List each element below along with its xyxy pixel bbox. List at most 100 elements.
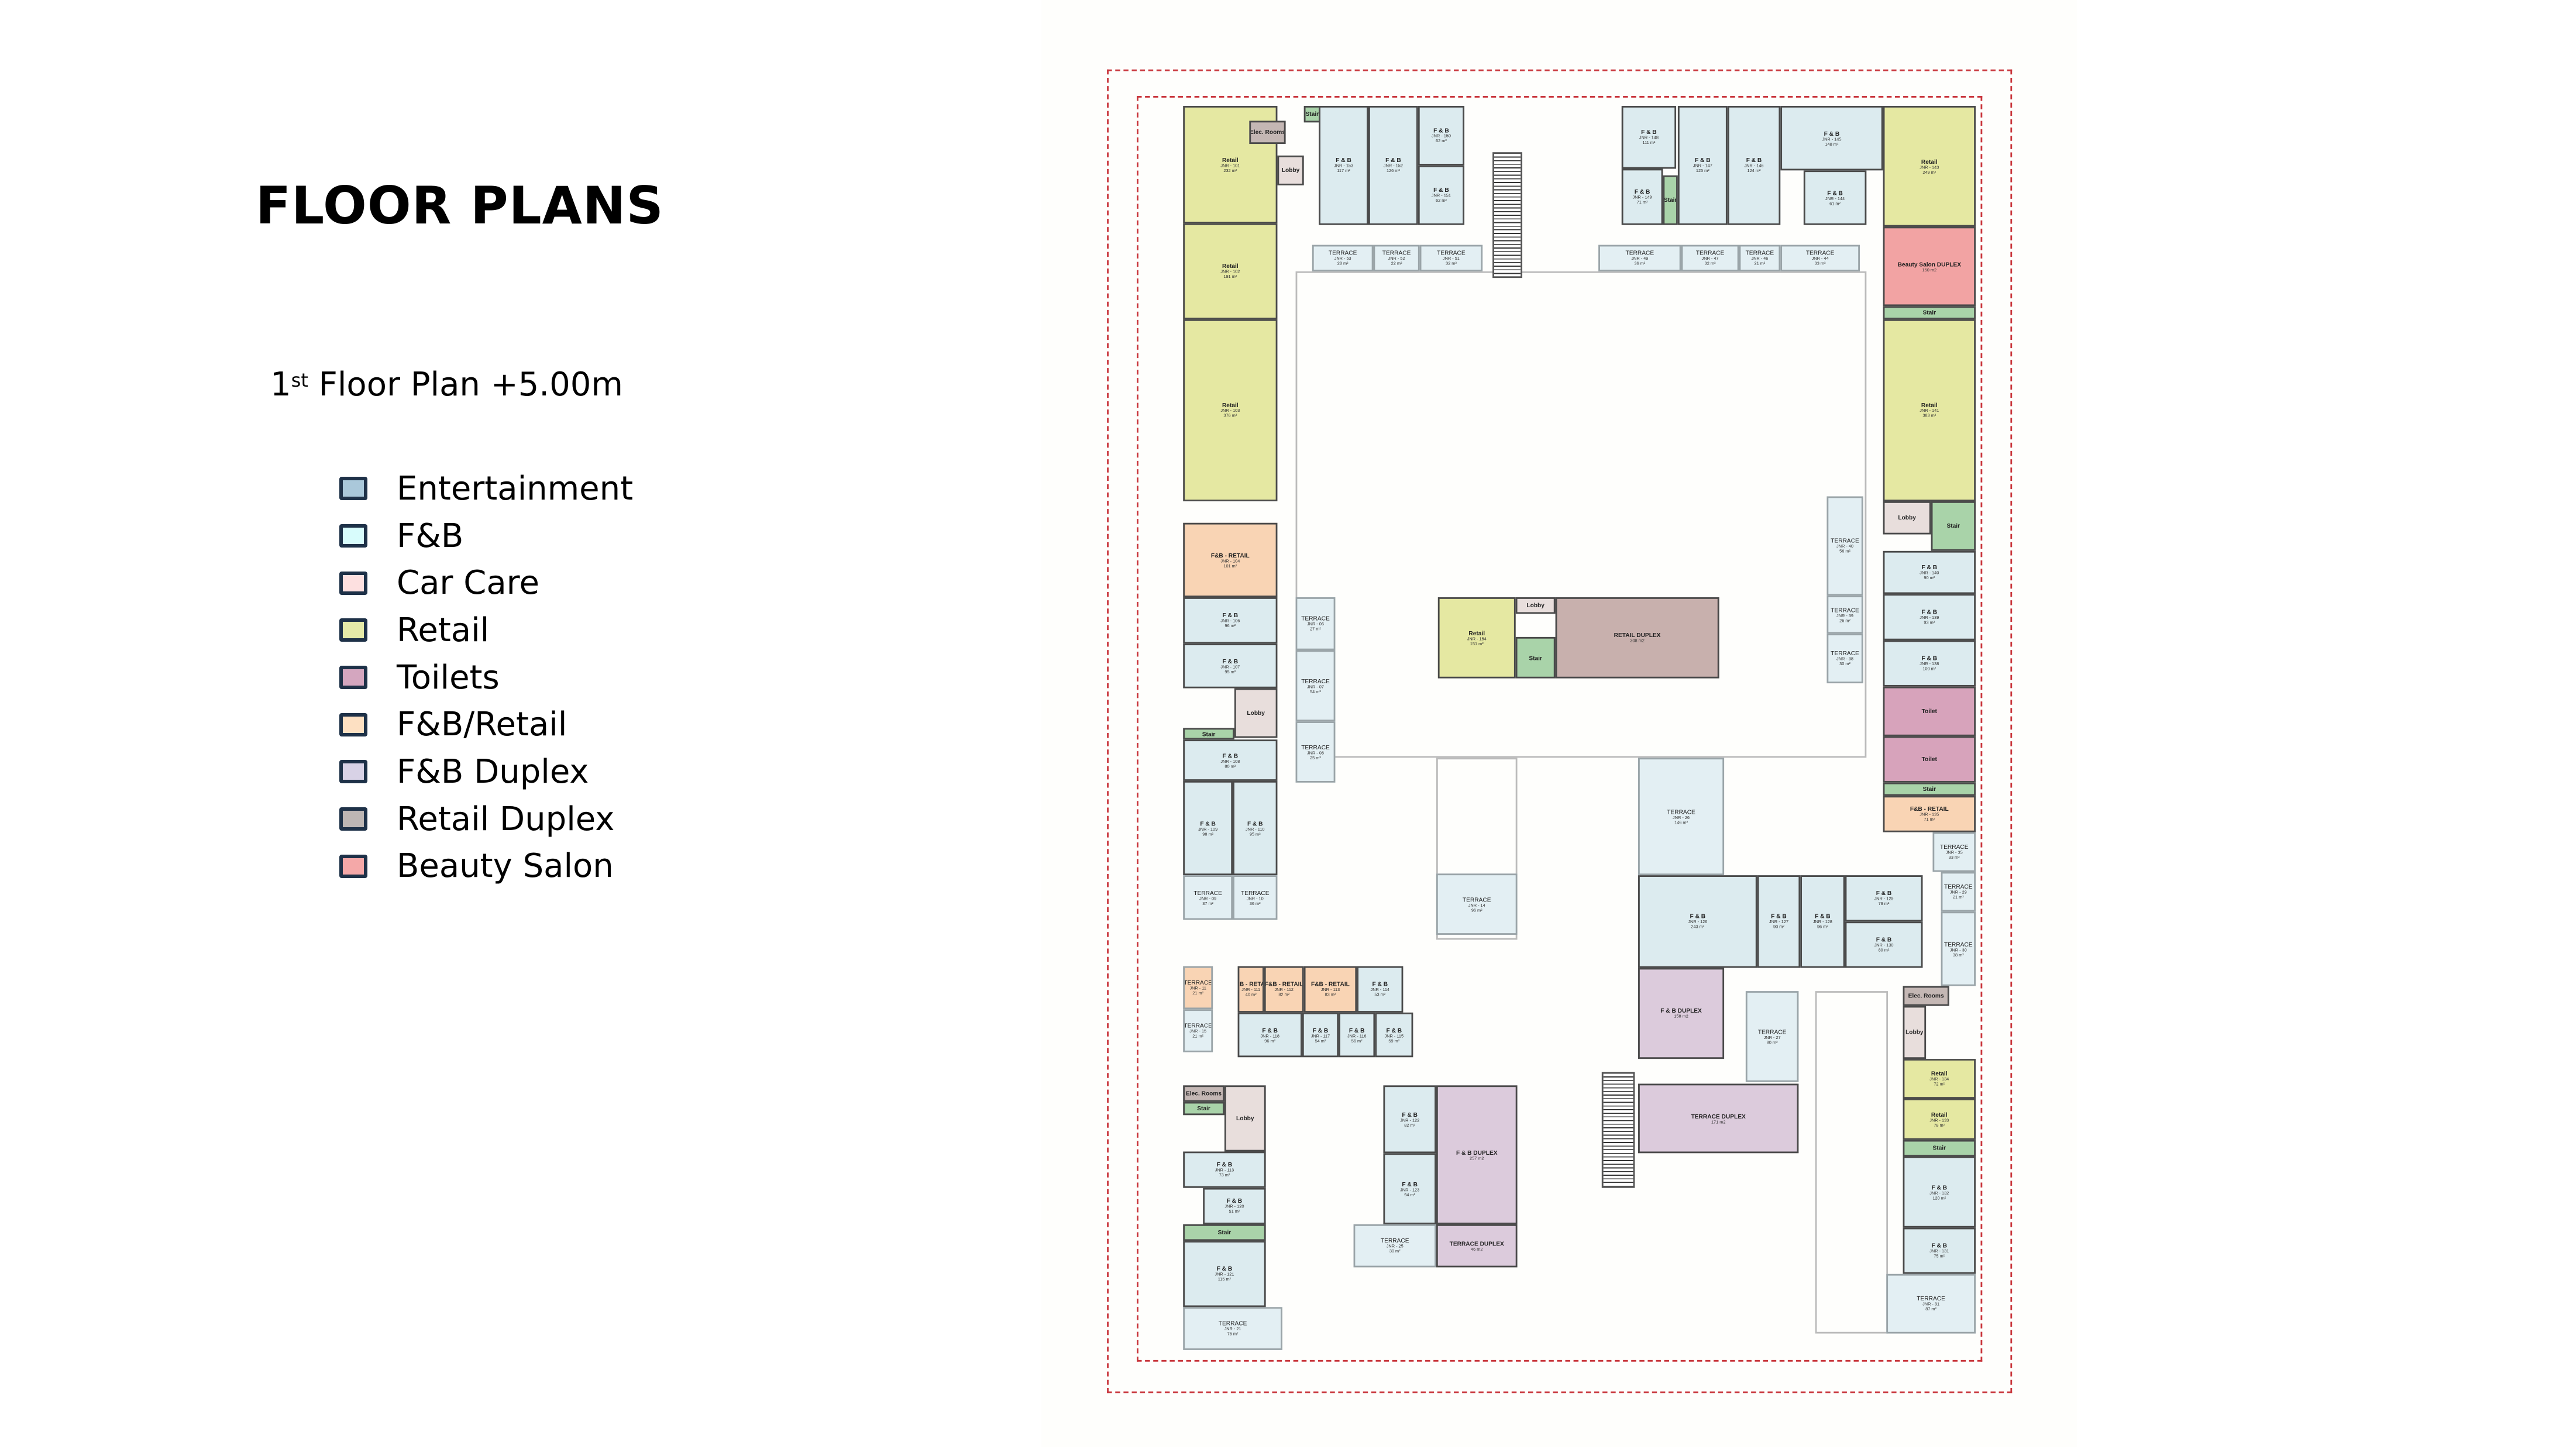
unit-toilet: Toilet [1883, 686, 1976, 736]
unit-name: Lobby [1236, 1115, 1254, 1122]
unit-name: Toilet [1921, 756, 1937, 763]
swatch-retail [339, 618, 367, 642]
unit-stair: Stair [1903, 1140, 1976, 1156]
unit-toilet: Toilet [1883, 736, 1976, 783]
site-boundary-outer [1107, 69, 2013, 1393]
unit-code: JNR - 146 [1744, 164, 1764, 169]
unit-name: TERRACE [1193, 889, 1222, 896]
unit-code: JNR - 143 [1920, 164, 1939, 170]
unit-code: JNR - 138 [1920, 662, 1939, 667]
unit-code: JNR - 25 [1386, 1244, 1404, 1250]
unit-stair: Stair [1183, 1224, 1266, 1241]
swatch-fnb [339, 524, 367, 548]
unit-name: F & B [1827, 189, 1843, 197]
unit-name: F & B [1200, 820, 1216, 827]
unit-name: Elec. Rooms [1186, 1090, 1222, 1097]
unit-name: F & B [1372, 981, 1388, 988]
unit-name: F & B [1216, 1161, 1233, 1168]
unit-code: JNR - 52 [1388, 256, 1405, 261]
unit-name: F & B [1921, 655, 1938, 662]
unit-area: 38 m² [1952, 952, 1964, 958]
unit-name: Lobby [1526, 602, 1545, 609]
unit-name: F & B [1336, 157, 1351, 164]
unit-area: 101 m² [1223, 563, 1237, 569]
unit-code: JNR - 08 [1307, 750, 1324, 756]
unit-name: Retail [1931, 1070, 1948, 1078]
unit-name: TERRACE [1745, 250, 1774, 257]
unit-name: Retail [1222, 156, 1239, 163]
unit-code: JNR - 153 [1334, 164, 1354, 169]
unit-code: JNR - 21 [1224, 1327, 1241, 1332]
legend-label: Retail Duplex [397, 800, 615, 838]
floor-subtitle: 1st Floor Plan +5.00m [270, 366, 623, 404]
unit-name: Stair [1922, 309, 1936, 316]
unit-code: JNR - 134 [1929, 1077, 1949, 1082]
unit-name: F & B [1386, 1026, 1402, 1034]
unit-stair: Stair [1883, 782, 1976, 796]
unit-name: TERRACE [1943, 940, 1973, 948]
unit-name: TERRACE [1625, 250, 1654, 257]
unit-area: 95 m² [1249, 831, 1261, 837]
legend-label: F&B [397, 517, 464, 555]
unit-lobby: Lobby [1234, 688, 1278, 738]
unit-area: 232 m² [1223, 168, 1237, 173]
unit-area: 95 m² [1224, 669, 1236, 674]
unit-code: JNR - 40 [1836, 544, 1854, 549]
unit-area: 30 m² [1839, 662, 1850, 667]
swatch-beauty-salon [339, 854, 367, 878]
unit-code: JNR - 104 [1220, 558, 1240, 564]
unit-code: JNR - 144 [1825, 196, 1845, 201]
unit-name: F & B DUPLEX [1660, 1007, 1702, 1014]
unit-area: 54 m² [1310, 689, 1321, 694]
unit-area: 376 m² [1223, 414, 1237, 419]
unit-name: Elec. Rooms [1908, 992, 1944, 1000]
unit-name: Toilet [1921, 708, 1937, 715]
unit-code: JNR - 15 [1189, 1029, 1207, 1034]
unit-name: F & B [1921, 608, 1938, 616]
atrium-void-left [1436, 758, 1518, 940]
unit-area: 79 m² [1878, 901, 1890, 907]
unit-code: JNR - 109 [1198, 826, 1218, 832]
legend-label: Toilets [397, 658, 500, 697]
unit-area: 36 m² [1249, 901, 1261, 906]
floor-number: 1 [270, 366, 291, 404]
unit-area: 40 m² [1245, 992, 1257, 998]
unit-name: Stair [1922, 786, 1936, 793]
unit-code: JNR - 47 [1701, 256, 1719, 261]
unit-name: F & B [1402, 1111, 1418, 1118]
unit-area: 82 m² [1278, 992, 1290, 998]
unit-code: JNR - 30 [1949, 947, 1967, 952]
unit-name: F & B [1931, 1242, 1948, 1250]
unit-code: JNR - 31 [1922, 1302, 1940, 1307]
legend-label: F&B Duplex [397, 752, 589, 791]
unit-area: 257 m2 [1470, 1155, 1484, 1161]
unit-name: Stair [1946, 522, 1960, 530]
unit-area: 82 m² [1404, 1123, 1416, 1128]
unit-code: JNR - 116 [1347, 1033, 1367, 1038]
unit-area: 151 m² [1470, 641, 1484, 646]
legend-label: Beauty Salon [397, 847, 614, 886]
unit-name: F & B [1262, 1026, 1278, 1034]
swatch-fnb-duplex [339, 760, 367, 784]
unit-name: Lobby [1247, 710, 1265, 717]
unit-code: JNR - 51 [1442, 256, 1460, 261]
unit-code: JNR - 07 [1307, 684, 1324, 689]
unit-area: 124 m² [1747, 168, 1761, 174]
unit-name: F & B [1641, 129, 1657, 136]
unit-stair: Stair [1183, 728, 1234, 740]
unit-code: JNR - 140 [1920, 570, 1939, 576]
unit-name: F & B [1385, 157, 1401, 164]
